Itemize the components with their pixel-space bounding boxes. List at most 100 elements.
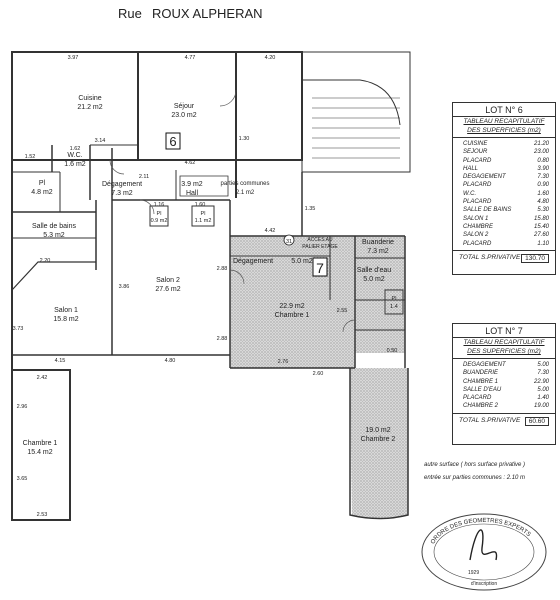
lot6-row-value: 15.80 [533, 215, 549, 222]
lot6-row-value: 5.30 [537, 207, 549, 214]
lot6-row: PLACARD 1.10 [463, 240, 549, 248]
lot6-row-value: 23.00 [533, 149, 549, 156]
dim-label: 1.16 [154, 202, 165, 208]
room-pl-lot7-area: 1.4 [390, 304, 398, 310]
room-pl-small2-area: 1.1 m2 [195, 218, 212, 224]
dim-label: 2.42 [37, 375, 48, 381]
stamp-bottom-text: d'inscription [471, 581, 497, 587]
dim-label: 3.86 [119, 284, 130, 290]
dim-label: 3.14 [95, 138, 106, 144]
acces-label-1: ACCES AU [307, 237, 333, 243]
lot7-marker-box [312, 257, 328, 277]
street-name: ROUX ALPHERAN [152, 6, 263, 21]
lot6-row-label: SALON 1 [463, 215, 489, 222]
lot6-row-label: SALON 2 [463, 232, 489, 239]
room-buanderie-name: Buanderie [362, 239, 394, 246]
room-sdb-name: Salle de bains [32, 223, 76, 230]
room-sejour-area: 23.0 m2 [171, 112, 196, 119]
dim-label: 2.55 [337, 308, 348, 314]
lot6-marker-box [165, 132, 181, 150]
room-salle-eau-area: 5.0 m2 [363, 276, 385, 283]
lot6-total-row: TOTAL S.PRIVATIVE 130.70 [453, 251, 555, 265]
room-wc-area: 1.6 m2 [64, 161, 86, 168]
dim-label: 1.60 [195, 202, 206, 208]
lot6-row-value: 3.90 [537, 165, 549, 172]
legend-note-2: entrée sur parties communes : 2.10 m [424, 475, 526, 481]
lot7-row: CHAMBRE 2 19.00 [463, 402, 549, 410]
dim-label: 2.76 [278, 359, 289, 365]
lot6-row-label: PLACARD [463, 240, 492, 247]
floor-plan-walls [11, 51, 411, 521]
room-hall-name: Hall [186, 190, 199, 197]
dim-label: 1.30 [239, 136, 250, 142]
lot6-row-value: 1.10 [537, 240, 549, 247]
room-pl-small2-name: Pl [201, 211, 206, 217]
lot6-row-label: PLACARD [463, 182, 492, 189]
lot7-row-value: 5.00 [537, 362, 549, 368]
lot7-row-label: SALLE D'EAU [463, 386, 502, 393]
dim-label: 2.88 [217, 336, 228, 342]
room-salon2-area: 27.6 m2 [155, 286, 180, 293]
lot7-row-label: PLACARD [463, 395, 492, 402]
room-salon1-name: Salon 1 [54, 307, 78, 314]
dim-label: 1.62 [70, 146, 81, 152]
lot6-row-label: W.C. [463, 190, 477, 197]
dim-label: 0.50 [387, 348, 398, 354]
lot7-row-label: BUANDERIE [463, 370, 499, 377]
door-swings [109, 89, 356, 333]
lot6-row-value: 15.40 [533, 223, 549, 230]
stamp-code: 1929 [468, 570, 479, 576]
lot6-row-value: 7.30 [537, 174, 549, 181]
room-degagement6-name: Dégagement [102, 181, 142, 188]
lot6-row: CHAMBRE 15.40 [463, 223, 549, 231]
room-pl-small1-name: Pl [157, 211, 162, 217]
lot7-marker: 7 [316, 260, 324, 276]
acces-label-2: PALIER ETAGE [302, 244, 338, 250]
room-cuisine-name: Cuisine [78, 95, 101, 102]
dim-label: 2.20 [40, 258, 51, 264]
room-degagement6-area: 7.3 m2 [111, 190, 133, 197]
lot7-summary-table: LOT N° 7 TABLEAU RECAPITULATIF DES SUPER… [452, 323, 556, 445]
staircase-number: 31 [286, 239, 292, 245]
lot7-row-label: CHAMBRE 2 [463, 403, 499, 410]
lot7-total-value: 60.60 [524, 416, 549, 426]
room-cuisine-area: 21.2 m2 [77, 104, 102, 111]
room-chambre1-lot7-area: 22.9 m2 [279, 303, 304, 310]
lot6-subtitle-2: DES SUPERFICIES (m2) [467, 127, 541, 134]
lot6-row: PLACARD 0.90 [463, 181, 549, 189]
lot7-row-value: 19.00 [533, 403, 549, 410]
room-sdb-area: 5.3 m2 [43, 232, 65, 239]
lot6-row-label: CHAMBRE [463, 223, 494, 230]
room-pl-left-area: 4.8 m2 [31, 189, 53, 196]
room-salon1-area: 15.8 m2 [53, 316, 78, 323]
lot6-row-value: 21.20 [533, 141, 549, 147]
dim-label: 2.11 [139, 174, 149, 180]
lot6-row: W.C.1.60 [463, 190, 549, 198]
dim-label: 4.77 [185, 55, 196, 61]
dim-label: 2.96 [17, 404, 28, 410]
dim-label: 2.60 [313, 371, 324, 377]
room-pl-left-name: Pl [39, 180, 46, 187]
room-buanderie-area: 7.3 m2 [367, 248, 389, 255]
staircase-number-circle [283, 234, 295, 246]
dim-label: 4.15 [55, 358, 66, 364]
dim-label: 4.62 [185, 160, 196, 166]
surveyor-stamp: ORDRE DES GEOMETRES EXPERTS 1929 d'inscr… [421, 513, 547, 591]
lot7-row-label: CHAMBRE 1 [463, 378, 499, 385]
dim-label: 3.73 [13, 326, 24, 332]
lot7-total-row: TOTAL S.PRIVATIVE 60.60 [453, 414, 555, 428]
lot6-row-value: 0.90 [537, 182, 549, 189]
room-wc-name: W.C. [67, 152, 82, 159]
dim-label: 4.42 [265, 228, 276, 234]
room-chambre2-name: Chambre 2 [361, 436, 396, 443]
dim-label: 2.53 [37, 512, 48, 518]
lot7-row-value: 1.40 [537, 395, 549, 402]
